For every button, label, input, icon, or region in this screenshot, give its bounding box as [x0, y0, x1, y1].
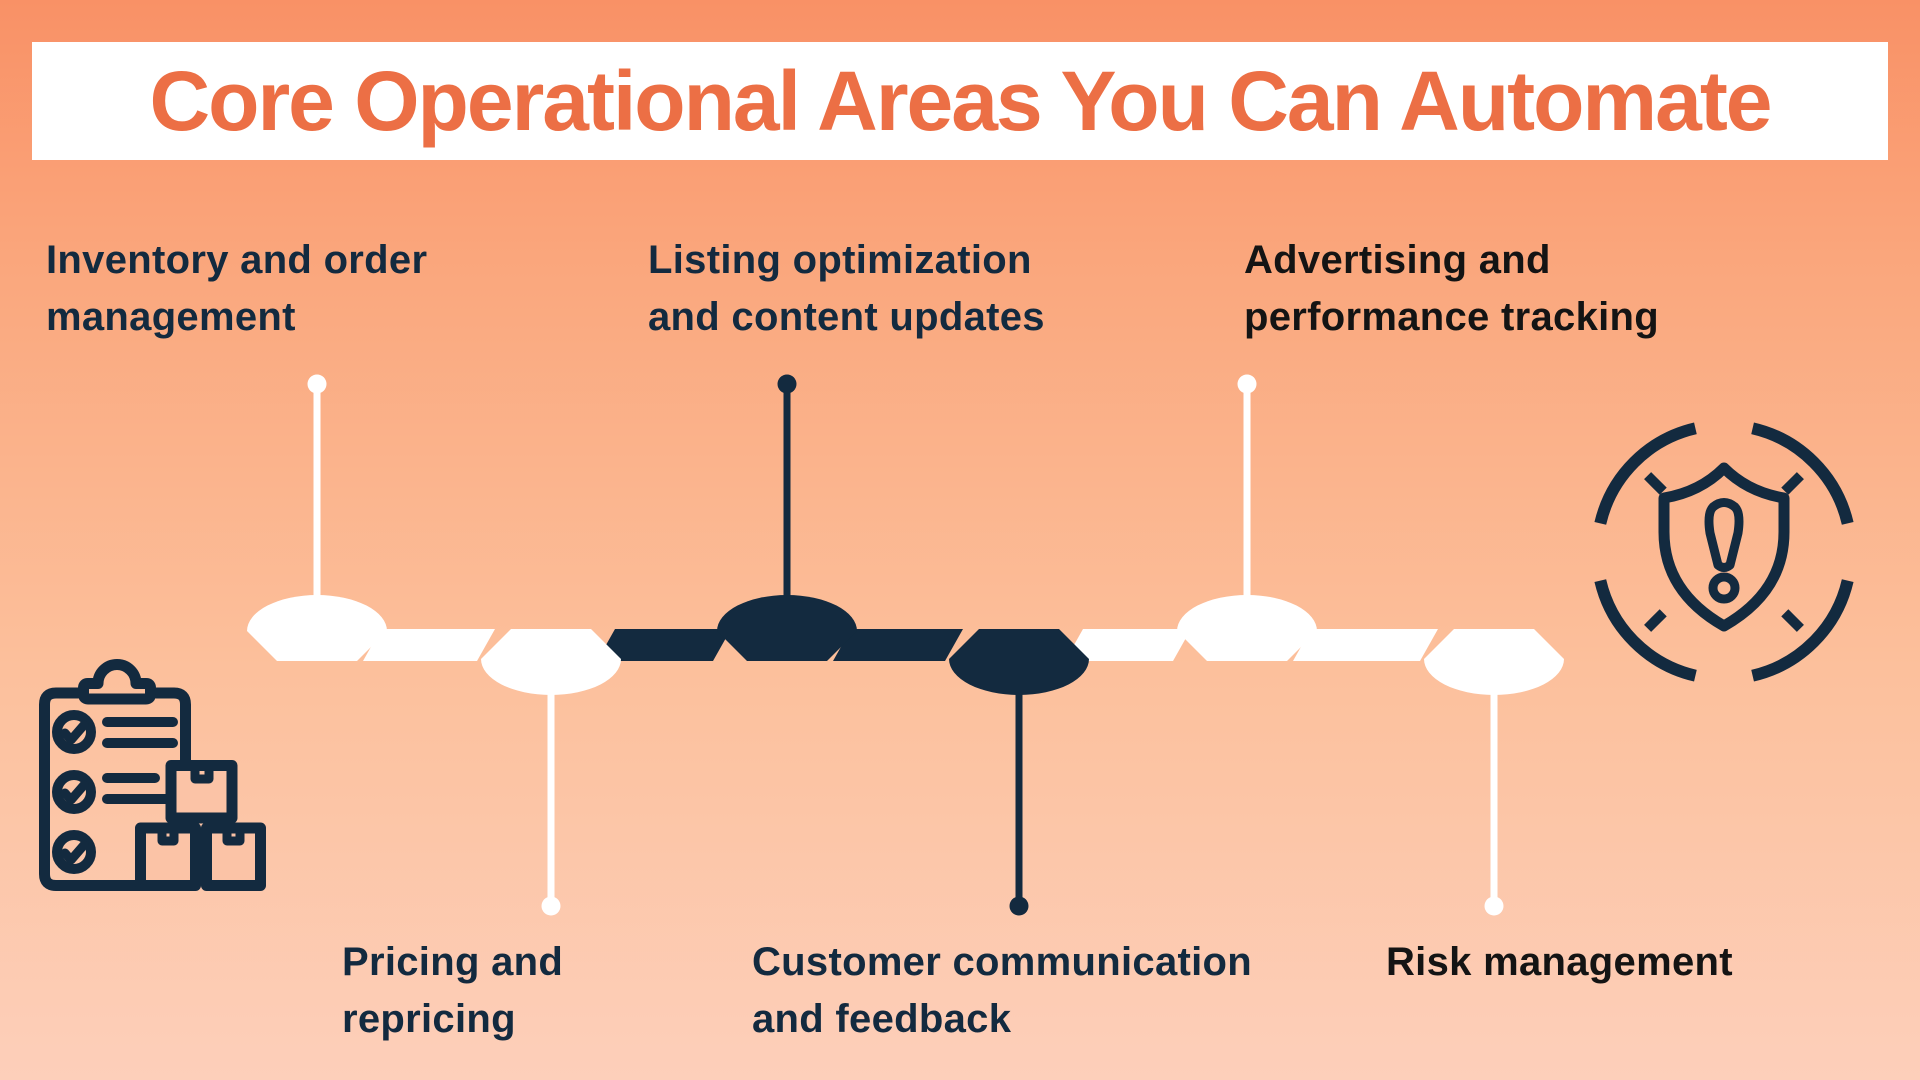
label-customer-communication: Customer communication and feedback	[752, 934, 1252, 1048]
label-line: Advertising and	[1244, 238, 1551, 282]
label-line: performance tracking	[1244, 295, 1660, 339]
timeline-dot	[307, 374, 327, 394]
timeline-dot	[1484, 896, 1504, 916]
label-line: and content updates	[648, 295, 1045, 339]
timeline-node	[481, 629, 621, 695]
timeline-segment	[597, 629, 731, 661]
page-title: Core Operational Areas You Can Automate	[149, 54, 1772, 148]
timeline-dot	[1237, 374, 1257, 394]
label-line: Listing optimization	[648, 238, 1032, 282]
shield-alert-icon	[1594, 422, 1854, 682]
timeline-segment	[363, 629, 495, 661]
checklist-with-boxes-icon	[39, 659, 266, 891]
timeline-segment	[833, 629, 963, 661]
timeline-dot	[777, 374, 797, 394]
timeline-node	[717, 595, 857, 661]
label-line: Customer communication	[752, 940, 1252, 984]
label-line: Risk management	[1386, 940, 1733, 984]
timeline-segment	[1293, 629, 1438, 661]
timeline-node	[949, 629, 1089, 695]
timeline-dot	[541, 896, 561, 916]
timeline-node	[1177, 595, 1317, 661]
label-listing-optimization: Listing optimization and content updates	[648, 232, 1045, 346]
label-inventory-order-management: Inventory and order management	[46, 232, 427, 346]
timeline-dot	[1009, 896, 1029, 916]
label-line: Pricing and	[342, 940, 564, 984]
label-line: management	[46, 295, 296, 339]
title-banner: Core Operational Areas You Can Automate	[32, 42, 1888, 160]
timeline-node	[247, 595, 387, 661]
timeline-node	[1424, 629, 1564, 695]
label-line: repricing	[342, 997, 516, 1041]
label-risk-management: Risk management	[1386, 934, 1733, 991]
label-line: Inventory and order	[46, 238, 428, 282]
label-advertising-performance: Advertising and performance tracking	[1244, 232, 1659, 346]
label-pricing-repricing: Pricing and repricing	[342, 934, 563, 1048]
label-line: and feedback	[752, 997, 1012, 1041]
timeline-segment	[1065, 629, 1191, 661]
